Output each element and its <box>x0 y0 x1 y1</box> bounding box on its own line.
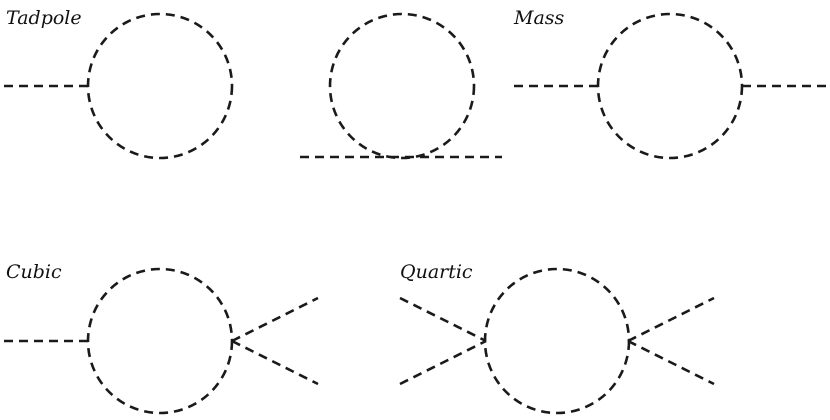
cubic-loop <box>86 267 234 415</box>
cubic-lower-external-line <box>231 339 319 386</box>
tadpole-diagram: Tadpole <box>4 7 234 160</box>
tadpole-alt-loop <box>328 12 476 160</box>
quartic-lower-right-external-line <box>627 339 715 386</box>
quartic-lower-left-external-line <box>399 339 487 386</box>
tadpole-loop <box>86 12 234 160</box>
quartic-upper-left-external-line <box>399 296 487 343</box>
cubic-diagram: Cubic <box>4 261 319 415</box>
quartic-diagram: Quartic <box>399 261 715 415</box>
mass-diagram: Mass <box>513 7 826 160</box>
tadpole-alt-diagram <box>300 12 502 160</box>
mass-label: Mass <box>513 7 565 29</box>
cubic-label: Cubic <box>6 261 62 283</box>
cubic-upper-external-line <box>231 296 319 343</box>
mass-loop <box>596 12 744 160</box>
quartic-upper-right-external-line <box>627 296 715 343</box>
quartic-label: Quartic <box>400 261 473 283</box>
quartic-loop <box>483 267 631 415</box>
tadpole-label: Tadpole <box>6 7 82 29</box>
